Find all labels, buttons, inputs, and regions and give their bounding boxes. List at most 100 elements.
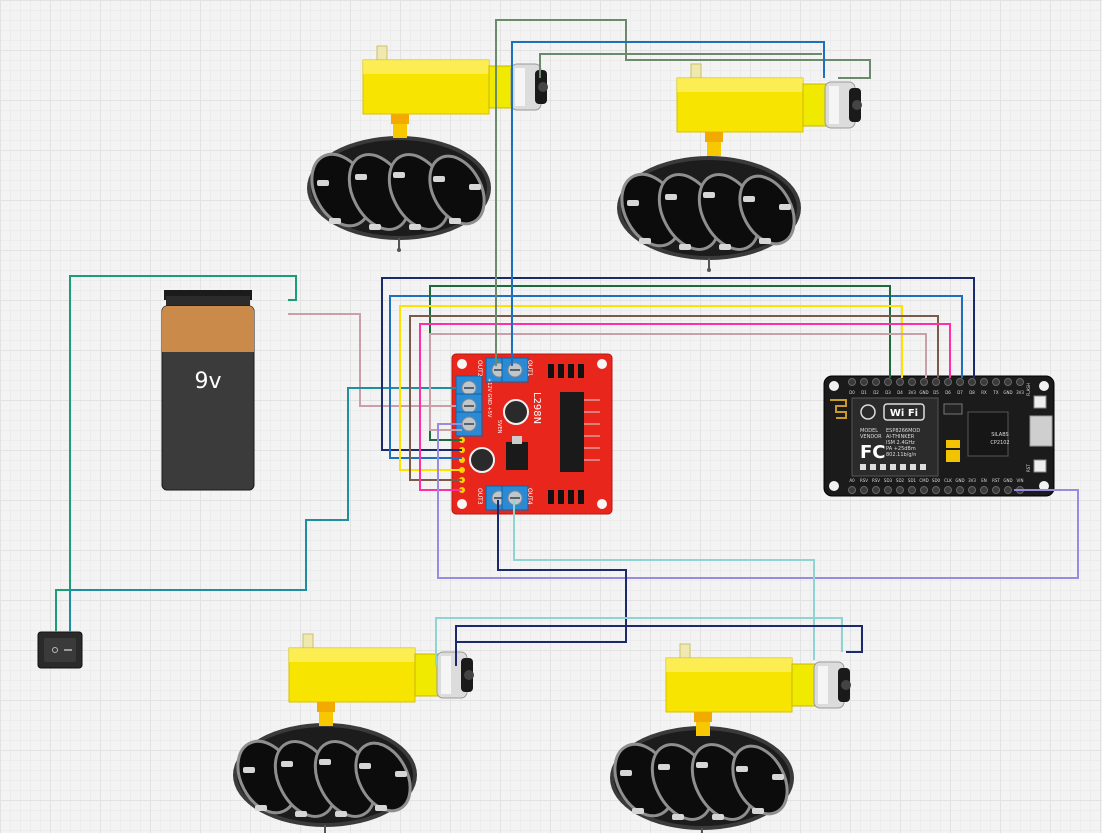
- mcu-top-pin-10[interactable]: [968, 378, 976, 386]
- mcu-bottom-pin-label: GND: [955, 478, 964, 483]
- power-switch[interactable]: [37, 631, 83, 669]
- mcu-vendor-label: VENDOR: [860, 434, 882, 440]
- mcu-top-pin-8[interactable]: [944, 378, 952, 386]
- battery-9v[interactable]: 9v: [161, 290, 255, 491]
- motor-top-right[interactable]: [676, 63, 863, 157]
- mcu-top-pin-label: 3V3: [1016, 390, 1024, 395]
- mcu-bottom-pin-5[interactable]: [908, 486, 916, 494]
- mcu-top-pin-label: GND: [1003, 390, 1012, 395]
- wifi-logo: Wi Fi: [890, 408, 918, 419]
- flash-button[interactable]: [1033, 395, 1047, 409]
- wire-motor-bl[interactable]: [455, 500, 627, 666]
- mcu-bottom-pin-12[interactable]: [992, 486, 1000, 494]
- motor-bottom-left[interactable]: [288, 633, 475, 727]
- driver-out4-label: OUT4: [526, 488, 533, 505]
- mcu-bottom-pin-label: A0: [849, 478, 855, 483]
- mcu-top-pin-label: D6: [945, 390, 951, 395]
- mcu-top-pin-3[interactable]: [884, 378, 892, 386]
- mcu-bottom-pin-label: VIN: [1017, 478, 1024, 483]
- mcu-bottom-pin-11[interactable]: [980, 486, 988, 494]
- mcu-top-pin-label: GND: [919, 390, 928, 395]
- wire-in-pink[interactable]: [419, 323, 951, 491]
- wire-gnd-lavender[interactable]: [437, 423, 1079, 579]
- wire-in-mauve[interactable]: [429, 333, 927, 431]
- mcu-bottom-pin-label: CLK: [944, 478, 952, 483]
- mcu-bottom-pin-1[interactable]: [860, 486, 868, 494]
- rst-label: RST: [1026, 464, 1031, 472]
- mcu-bottom-pin-13[interactable]: [1004, 486, 1012, 494]
- mcu-top-pin-0[interactable]: [848, 378, 856, 386]
- motor-top-left[interactable]: [362, 45, 549, 139]
- mcu-bottom-pin-label: RST: [992, 478, 1000, 483]
- mcu-bottom-pin-3[interactable]: [884, 486, 892, 494]
- mcu-bottom-pin-6[interactable]: [920, 486, 928, 494]
- mcu-top-pin-7[interactable]: [932, 378, 940, 386]
- wire-motor-br-b[interactable]: [455, 625, 863, 653]
- mcu-top-pin-label: D4: [897, 390, 903, 395]
- mcu-top-pin-label: D3: [885, 390, 891, 395]
- driver-power-label: +12V GND +5V: [486, 378, 492, 418]
- driver-out3-label: OUT3: [476, 488, 483, 505]
- mcu-top-pin-13[interactable]: [1004, 378, 1012, 386]
- mcu-top-pin-2[interactable]: [872, 378, 880, 386]
- mcu-ism: ISM 2.4GHz: [886, 440, 915, 446]
- mcu-bottom-pin-label: SD3: [884, 478, 893, 483]
- driver-enable-label: 5VEN: [496, 420, 502, 434]
- mcu-top-pin-11[interactable]: [980, 378, 988, 386]
- wheel-bottom-right[interactable]: [601, 724, 800, 833]
- mcu-model: ESP8266MOD: [886, 428, 920, 434]
- mcu-top-pin-14[interactable]: [1016, 378, 1024, 386]
- mcu-top-pin-label: 3V3: [908, 390, 916, 395]
- mcu-bottom-pin-label: SD2: [896, 478, 905, 483]
- usb-chip-label: CP2102: [990, 440, 1009, 446]
- mcu-top-pin-label: RX: [981, 390, 987, 395]
- mcu-top-pin-9[interactable]: [956, 378, 964, 386]
- mcu-top-pin-12[interactable]: [992, 378, 1000, 386]
- mcu-model-label: MODEL: [860, 428, 878, 434]
- usb-chip-brand: SILABS: [991, 432, 1009, 438]
- wire-motor-br[interactable]: [513, 500, 815, 660]
- motor-bottom-right[interactable]: [665, 643, 852, 737]
- battery-label: 9v: [194, 369, 221, 394]
- mcu-bottom-pin-2[interactable]: [872, 486, 880, 494]
- wire-in-navy[interactable]: [381, 277, 975, 451]
- mcu-top-pin-label: D2: [873, 390, 879, 395]
- mcu-bottom-pin-label: RSV: [860, 478, 868, 483]
- mcu-top-pin-label: D5: [933, 390, 939, 395]
- wire-in-brown[interactable]: [409, 315, 939, 481]
- mcu-top-pin-1[interactable]: [860, 378, 868, 386]
- mcu-top-pin-4[interactable]: [896, 378, 904, 386]
- mcu-top-pin-6[interactable]: [920, 378, 928, 386]
- mcu-top-pin-5[interactable]: [908, 378, 916, 386]
- driver-out1-label: OUT1: [526, 360, 533, 377]
- wheel-top-left[interactable]: [298, 134, 497, 254]
- wheel-top-right[interactable]: [608, 154, 807, 274]
- mcu-bottom-pin-0[interactable]: [848, 486, 856, 494]
- mcu-bottom-pin-label: GND: [1003, 478, 1012, 483]
- wheel-bottom-left[interactable]: [224, 721, 423, 833]
- wire-motor-tr[interactable]: [539, 53, 822, 78]
- mcu-bottom-pin-10[interactable]: [968, 486, 976, 494]
- wire-battery-negative[interactable]: [288, 313, 456, 407]
- wire-motor-tl-a[interactable]: [495, 19, 871, 366]
- mcu-pa: PA +25dBm: [886, 446, 916, 452]
- mcu-bottom-pin-label: EN: [981, 478, 987, 483]
- wire-in-blue[interactable]: [389, 295, 963, 459]
- l298n-driver[interactable]: L298N OUT1 OUT2 OUT3 OUT4 +12V GND +5V 5…: [451, 353, 613, 515]
- nodemcu-esp8266[interactable]: Wi Fi MODEL VENDOR ESP8266MOD AI-THINKER…: [823, 375, 1055, 497]
- mcu-bottom-pin-7[interactable]: [932, 486, 940, 494]
- reset-button[interactable]: [1033, 459, 1047, 473]
- wire-switch-to-driver[interactable]: [69, 387, 456, 632]
- mcu-top-pin-label: D7: [957, 390, 963, 395]
- mcu-vendor: AI-THINKER: [886, 434, 915, 440]
- mcu-bottom-pin-8[interactable]: [944, 486, 952, 494]
- wire-motor-tl-b[interactable]: [511, 41, 825, 366]
- mcu-bottom-pin-4[interactable]: [896, 486, 904, 494]
- wire-motor-bl-b[interactable]: [435, 617, 843, 666]
- wire-battery-positive[interactable]: [55, 275, 297, 632]
- mcu-bottom-pin-9[interactable]: [956, 486, 964, 494]
- driver-out2-label: OUT2: [476, 360, 483, 377]
- flash-label: FLASH: [1026, 383, 1031, 396]
- wiring: [55, 19, 1079, 666]
